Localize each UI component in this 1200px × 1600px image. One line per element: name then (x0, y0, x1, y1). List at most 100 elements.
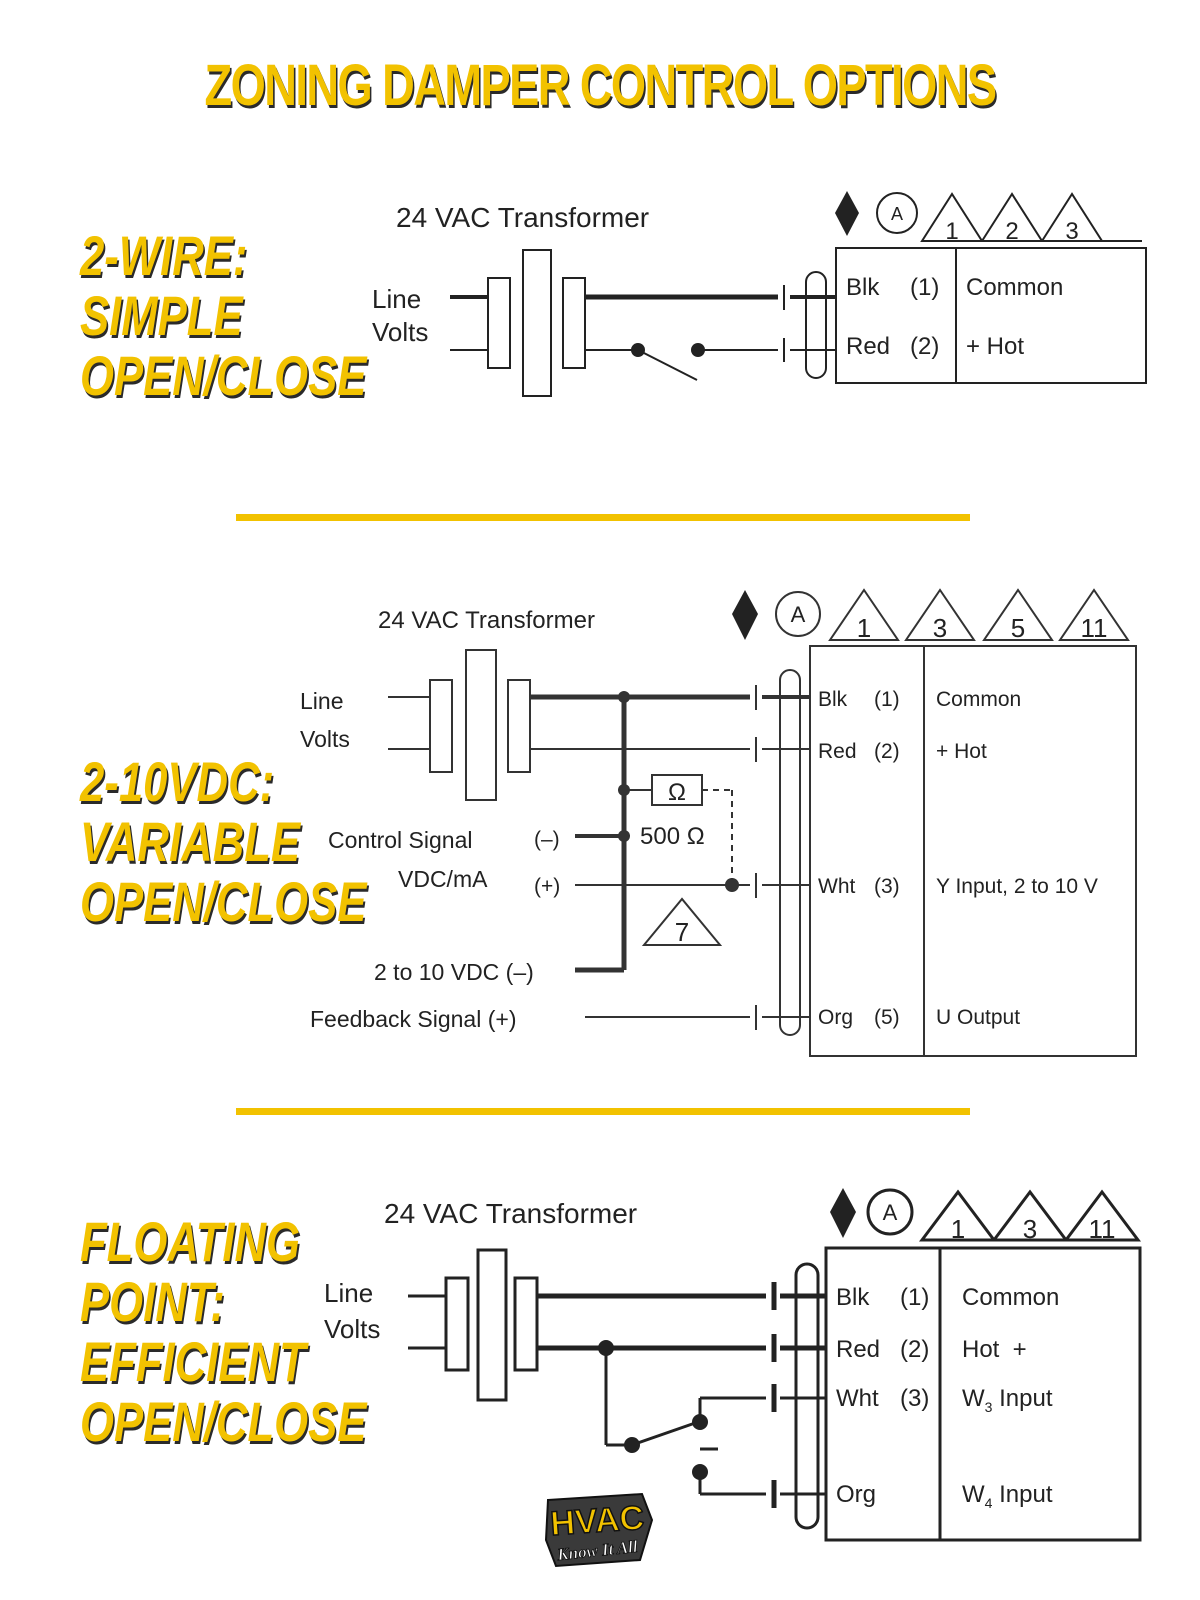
symbol-a-text: A (891, 204, 903, 224)
label-line: FLOATING (80, 1210, 300, 1273)
transformer-primary-coil (487, 277, 511, 369)
switch-contact (692, 1414, 708, 1430)
label-line: OPEN/CLOSE (80, 1390, 367, 1453)
transformer-secondary-coil (507, 679, 531, 773)
symbol-a-circle (866, 1188, 914, 1236)
minus-label: (–) (534, 828, 560, 851)
resistor-value: 500 Ω (640, 823, 705, 850)
terminal-func: + Hot (936, 740, 987, 763)
terminal-num: (3) (900, 1385, 929, 1412)
note-number: 7 (675, 917, 689, 947)
resistor-symbol: Ω (668, 779, 686, 806)
junction-dot (618, 784, 630, 796)
note-triangle (904, 588, 976, 641)
terminal-wire: Wht (836, 1385, 879, 1412)
volts-label: Volts (300, 726, 350, 752)
terminal-func: + Hot (966, 333, 1024, 360)
plus-label: (+) (534, 875, 560, 898)
transformer-label: 24 VAC Transformer (378, 607, 595, 634)
line-label: Line (300, 688, 343, 714)
line-label: Line (372, 284, 421, 314)
label-line: 2-WIRE: (80, 224, 248, 287)
terminal-wire: Org (836, 1481, 876, 1508)
terminal-num: (2) (910, 333, 939, 360)
cable-bundle (794, 1262, 820, 1530)
terminal-func: U Output (936, 1006, 1020, 1029)
section-divider (236, 514, 970, 521)
terminal-func: Y Input, 2 to 10 V (936, 875, 1098, 898)
switch-contact (631, 343, 645, 357)
junction-dot (618, 830, 630, 842)
terminal-num: (3) (874, 875, 900, 898)
transformer-secondary-coil (513, 1276, 539, 1372)
note-number: 11 (1089, 1214, 1116, 1244)
terminal-func: W4 Input (962, 1481, 1053, 1511)
diamond-symbol (830, 1188, 856, 1238)
switch-contact (692, 1464, 708, 1480)
label-line: POINT: (80, 1270, 225, 1333)
note-number: 3 (933, 613, 947, 643)
switch-pivot (624, 1437, 640, 1453)
label-line: OPEN/CLOSE (80, 870, 367, 933)
note-number: 5 (1011, 613, 1025, 643)
switch-blade (631, 1420, 699, 1447)
terminal-num: (1) (874, 688, 900, 711)
terminal-num: (1) (910, 274, 939, 301)
note-number: 11 (1081, 613, 1108, 643)
actuator-terminal-box (809, 645, 1137, 1057)
terminal-num: (2) (900, 1336, 929, 1363)
terminal-func-subscript: 4 (985, 1495, 993, 1511)
terminal-num: (2) (874, 740, 900, 763)
terminal-func: Common (966, 274, 1063, 301)
terminal-func: Common (962, 1284, 1059, 1311)
logo-badge (544, 1492, 654, 1568)
junction-dot (598, 1340, 614, 1356)
note-triangle (982, 588, 1054, 641)
terminal-wire: Blk (818, 688, 848, 711)
switch-blade (637, 349, 698, 381)
transformer-core (522, 249, 552, 397)
terminal-func: Hot + (962, 1336, 1027, 1363)
hvac-know-it-all-logo: HVAC Know It All (544, 1492, 654, 1568)
terminal-wire: Wht (818, 875, 856, 898)
feedback-label: Feedback Signal (+) (310, 1006, 516, 1032)
label-line: VARIABLE (80, 810, 301, 873)
note-number: 1 (951, 1214, 965, 1244)
page-title: ZONING DAMPER CONTROL OPTIONS (204, 53, 997, 118)
terminal-func-tail: Input (992, 1481, 1052, 1508)
cable-bundle (805, 271, 827, 379)
actuator-terminal-box (824, 1246, 1142, 1542)
symbol-a-circle (876, 192, 918, 234)
terminal-func-subscript: 3 (985, 1399, 993, 1415)
switch-contact (691, 343, 705, 357)
volts-label: Volts (324, 1314, 380, 1344)
terminal-func: Common (936, 688, 1021, 711)
label-line: EFFICIENT (80, 1330, 306, 1393)
terminal-func-tail: Input (992, 1385, 1052, 1412)
transformer-label: 24 VAC Transformer (396, 202, 649, 233)
terminal-wire: Red (846, 333, 890, 360)
cable-bundle (779, 669, 801, 1036)
note-triangle (1058, 588, 1130, 641)
note-triangle (641, 897, 723, 946)
symbol-a-text: A (791, 602, 806, 627)
terminal-func-letter: W (962, 1481, 985, 1508)
label-line: SIMPLE (80, 284, 243, 347)
label-line: OPEN/CLOSE (80, 344, 367, 407)
transformer-primary-coil (444, 1276, 470, 1372)
terminal-wire: Red (818, 740, 857, 763)
terminal-func: W3 Input (962, 1385, 1053, 1415)
section-label-2-wire: 2-WIRE: SIMPLE OPEN/CLOSE (80, 226, 366, 406)
terminal-wire: Org (818, 1006, 853, 1029)
transformer-core (476, 1248, 508, 1402)
vdc-ma-label: VDC/mA (398, 866, 488, 892)
note-number: 1 (945, 218, 958, 245)
transformer-primary-coil (429, 679, 453, 773)
terminal-num: (5) (874, 1006, 900, 1029)
note-number: 3 (1065, 218, 1078, 245)
transformer-core (465, 649, 497, 801)
symbol-a-circle (775, 591, 821, 637)
control-signal-label: Control Signal (328, 827, 472, 853)
